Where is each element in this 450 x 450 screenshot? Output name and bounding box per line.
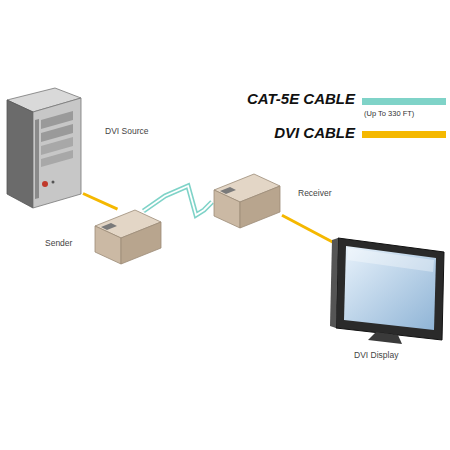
extender-box — [212, 172, 282, 232]
device-label: Receiver — [298, 188, 332, 198]
extender-box — [93, 208, 163, 268]
legend-swatch — [362, 131, 446, 138]
device-node: DVI Display — [318, 232, 446, 347]
device-label: DVI Display — [354, 350, 398, 360]
cable — [143, 186, 212, 215]
legend-text: DVI CABLE — [274, 124, 355, 141]
cable — [83, 194, 118, 210]
cable-length-note: (Up To 330 FT) — [364, 109, 414, 118]
device-node: Sender — [93, 208, 163, 268]
monitor — [318, 232, 446, 347]
device-node: DVI Source — [5, 86, 83, 211]
computer-tower — [5, 86, 83, 211]
legend-swatch — [362, 98, 446, 105]
device-node: Receiver — [212, 172, 282, 232]
legend-text: CAT-5E CABLE — [247, 90, 355, 107]
device-label: DVI Source — [105, 126, 148, 136]
device-label: Sender — [45, 238, 72, 248]
